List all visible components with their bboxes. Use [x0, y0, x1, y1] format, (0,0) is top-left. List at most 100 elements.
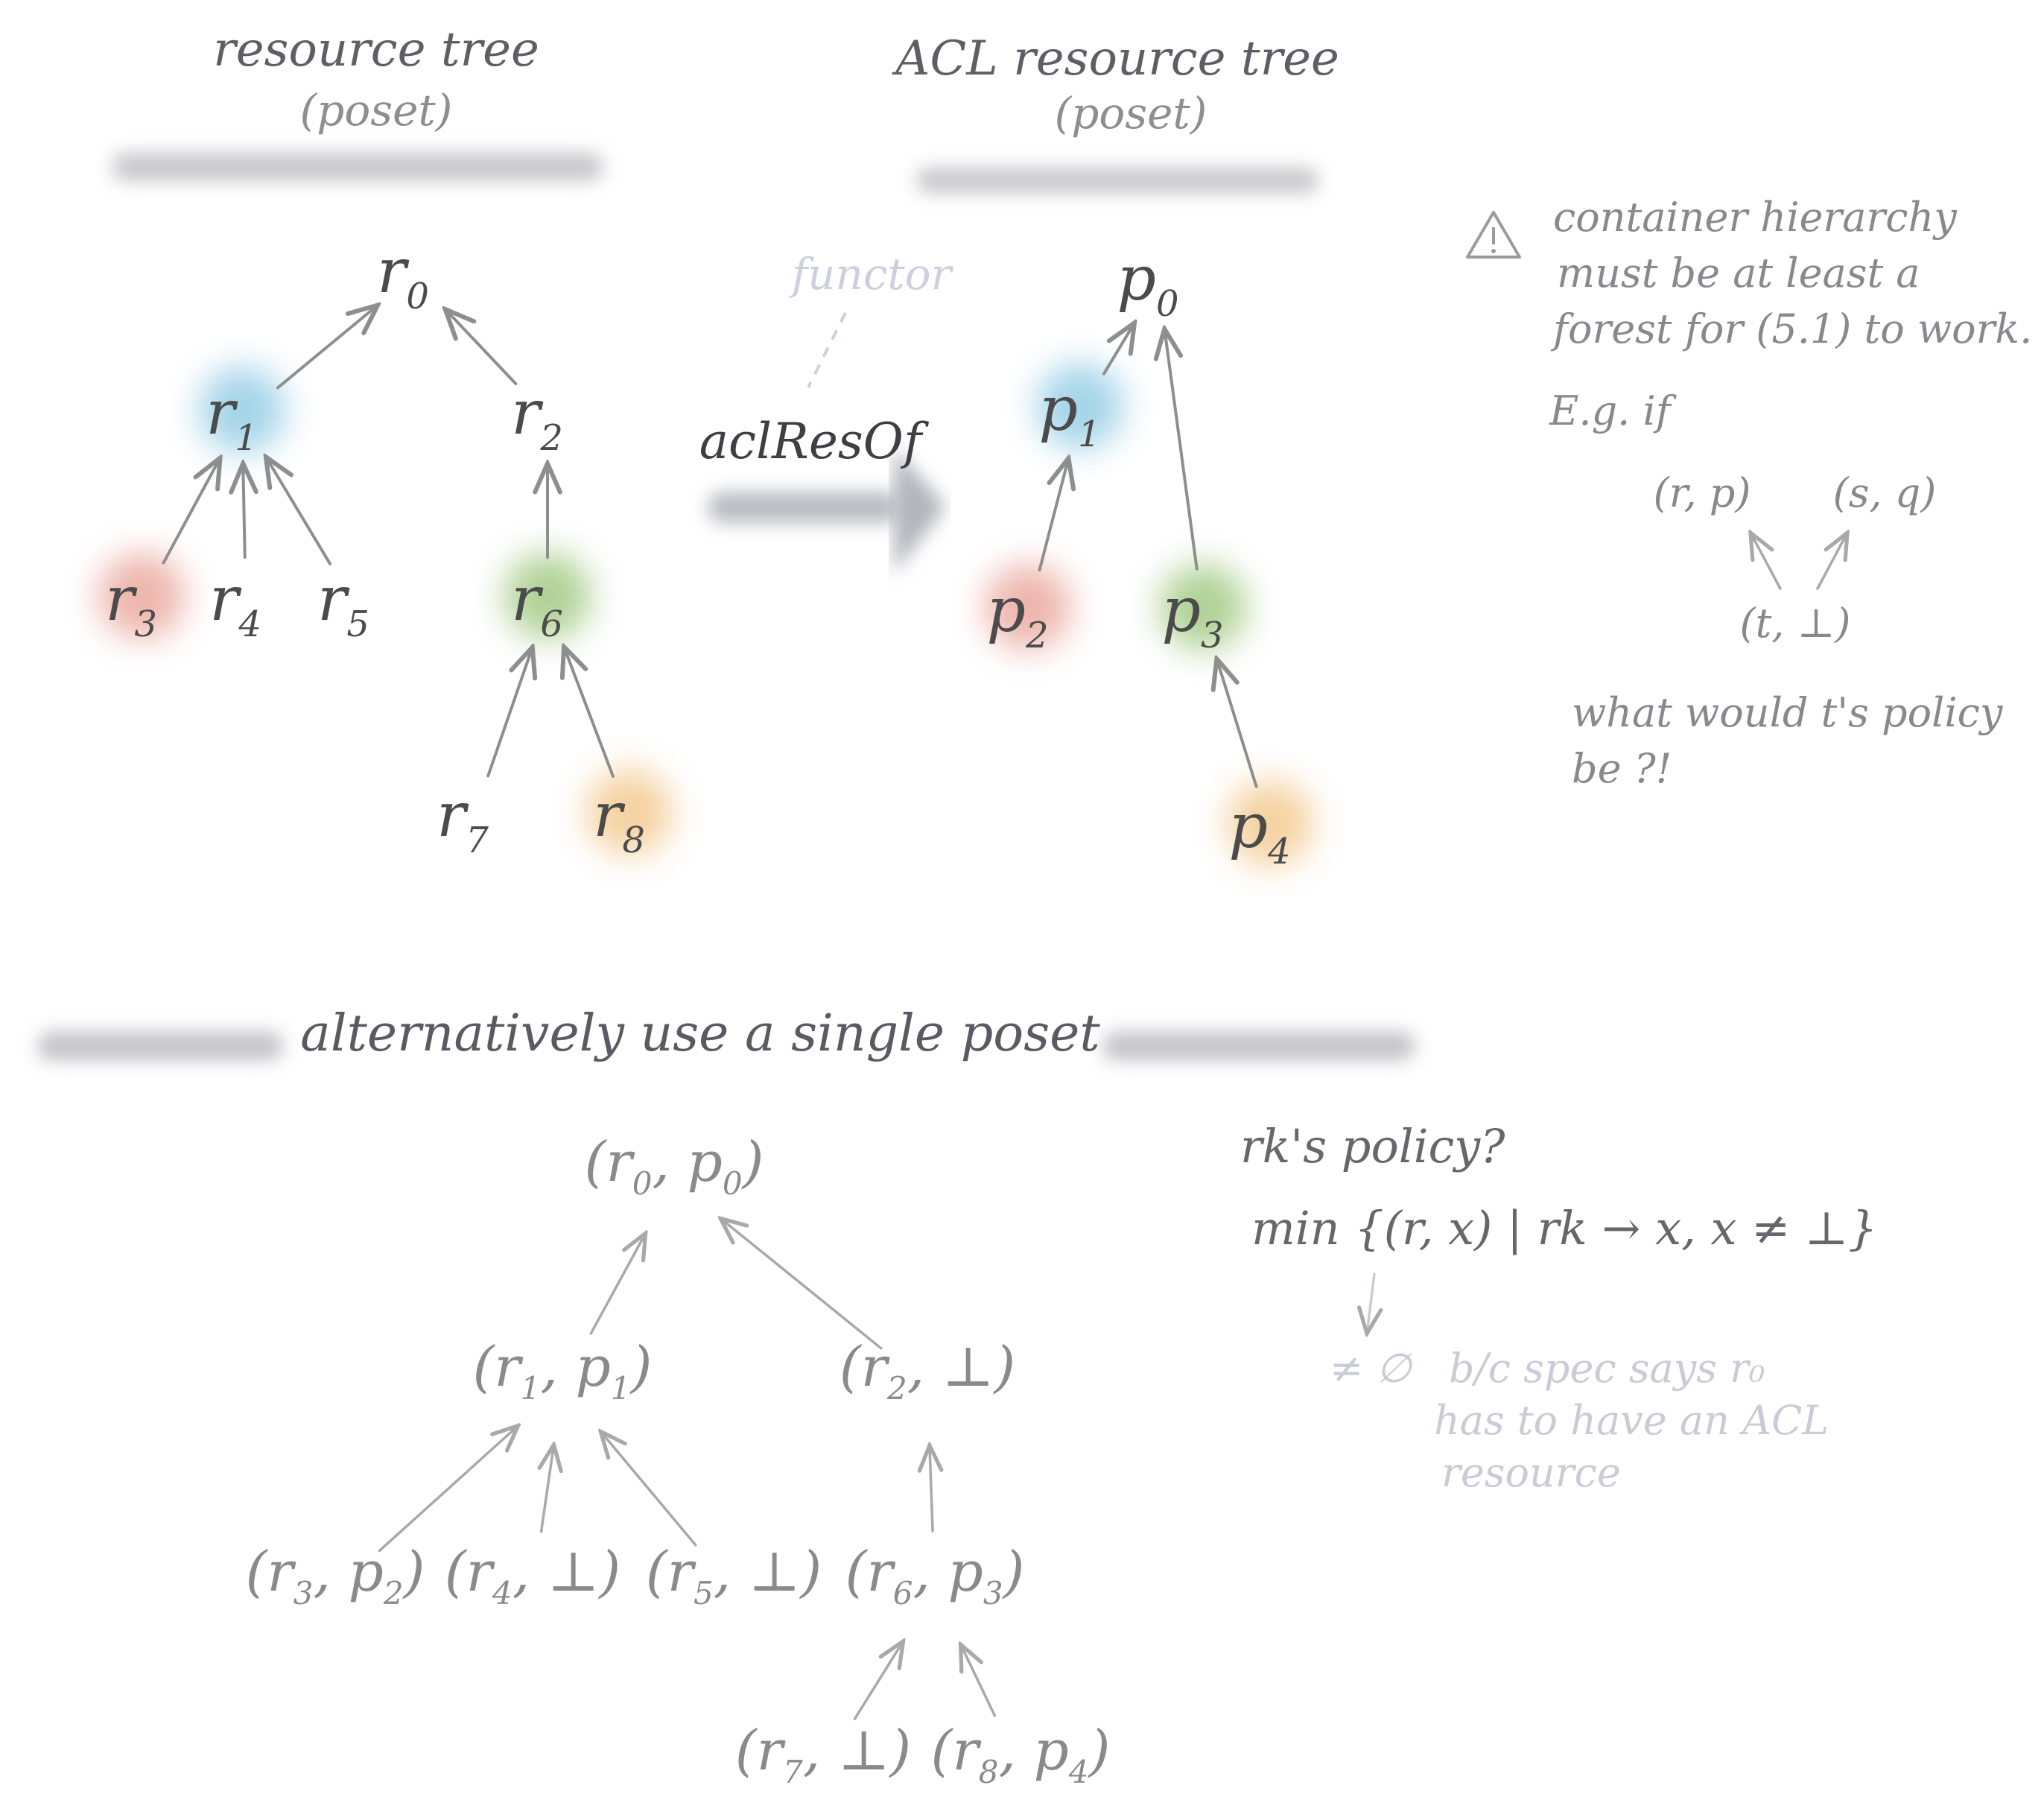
rt-node-r8: r8	[593, 780, 645, 861]
rt-edge-r7-r6	[486, 647, 533, 778]
resource-tree-edges	[162, 305, 615, 779]
rt-node-r5: r5	[317, 564, 369, 645]
sp-node-q5-part-2: ,	[714, 1540, 749, 1604]
sp-node-q8-part-0: (r	[930, 1719, 982, 1783]
rt-highlight-r8	[586, 769, 673, 855]
sp-node-q0-part-5: )	[741, 1130, 764, 1194]
acl-highlight-p3	[1160, 564, 1246, 650]
functor-annotation-dash	[807, 312, 847, 388]
sp-node-q2-part-3: ⊥)	[942, 1335, 1015, 1399]
acl-res-of-label: aclResOf	[699, 413, 930, 470]
sp-node-q1-part-4: 1	[611, 1370, 631, 1407]
rt-node-r4-base: r	[209, 564, 242, 635]
policy-reason-1: b/c spec says r₀	[1449, 1345, 1765, 1392]
sp-node-q6-part-4: 3	[983, 1575, 1003, 1612]
acl-tree-subtitle: (poset)	[1055, 88, 1207, 139]
example-node-rp: (r, p)	[1654, 469, 1751, 516]
sp-node-q1-part-5: )	[629, 1335, 653, 1399]
single-poset-underline-right	[1102, 1032, 1415, 1060]
policy-result: ≠ ∅	[1330, 1345, 1412, 1392]
rt-edge-r1-r0	[276, 305, 378, 390]
sp-node-q4-part-2: ,	[512, 1540, 548, 1604]
sp-node-q6-part-5: )	[1002, 1540, 1025, 1604]
rt-node-r0: r0	[377, 236, 429, 317]
acl-node-p2-sub: 2	[1025, 615, 1049, 656]
rt-edge-r4-r1	[243, 463, 245, 560]
acl-tree-highlights	[985, 363, 1313, 866]
sp-node-q6: (r6, p3)	[845, 1540, 1024, 1612]
acl-tree-underline	[916, 168, 1318, 193]
question-line-2: be ?!	[1572, 745, 1672, 792]
acl-edge-p2-p1	[1038, 458, 1069, 571]
sp-node-q1: (r1, p1)	[472, 1335, 652, 1407]
sp-node-q0-part-3: p	[688, 1130, 723, 1194]
acl-node-p1-sub: 1	[1078, 413, 1101, 455]
sp-node-q3-part-1: 3	[293, 1575, 314, 1612]
rt-node-r3-base: r	[105, 564, 138, 635]
policy-question: rk's policy?	[1240, 1119, 1505, 1173]
rt-node-r6: r6	[511, 564, 563, 645]
sp-node-q3-part-2: ,	[313, 1540, 348, 1604]
resource-tree-subtitle: (poset)	[300, 85, 453, 136]
sp-node-q0: (r0, p0)	[584, 1130, 764, 1202]
acl-node-p4: p4	[1228, 791, 1290, 872]
sp-node-q8: (r8, p4)	[930, 1719, 1110, 1790]
sp-edge-q7-q6	[853, 1641, 903, 1720]
rt-highlight-r1	[199, 367, 285, 453]
sp-node-q6-part-2: ,	[913, 1540, 948, 1604]
warning-line-4: E.g. if	[1549, 387, 1677, 434]
sp-node-q8-part-4: 4	[1068, 1754, 1089, 1790]
rt-highlight-r3	[98, 553, 185, 639]
sp-node-q2: (r2, ⊥)	[840, 1335, 1016, 1407]
acl-node-p1: p1	[1038, 374, 1100, 455]
acl-node-p0-sub: 0	[1156, 283, 1179, 325]
rt-node-r0-base: r	[377, 236, 410, 307]
functor-annotation: functor	[789, 249, 954, 300]
rt-node-r3: r3	[105, 564, 157, 645]
single-poset-edges	[378, 1218, 997, 1720]
sp-node-q2-part-1: 2	[886, 1370, 907, 1407]
sp-node-q5-part-1: 5	[694, 1575, 714, 1612]
acl-tree-edges	[1038, 323, 1258, 788]
sp-node-q6-part-0: (r	[845, 1540, 896, 1604]
sp-edge-q6-q2	[930, 1445, 933, 1533]
title-underlines	[37, 153, 1415, 1060]
rt-node-r7-base: r	[437, 780, 469, 851]
warning-line-1: container hierarchy	[1553, 194, 1958, 241]
sp-node-q1-part-3: p	[576, 1335, 611, 1399]
sp-edge-q4-q1	[542, 1445, 554, 1533]
rt-node-r6-base: r	[511, 564, 544, 635]
acl-highlight-p2	[985, 564, 1071, 650]
sp-node-q3: (r3, p2)	[245, 1540, 425, 1612]
sp-node-q2-part-0: (r	[840, 1335, 891, 1399]
rt-edge-r2-r0	[445, 309, 518, 385]
sp-node-q8-part-3: p	[1034, 1719, 1069, 1783]
rt-highlight-r6	[504, 553, 591, 639]
sp-node-q7-part-0: (r	[735, 1719, 787, 1783]
sp-edge-q1-q0	[589, 1233, 645, 1335]
acl-node-p4-sub: 4	[1267, 831, 1291, 872]
sp-edge-q5-q1	[600, 1431, 697, 1547]
sp-edge-q8-q6	[961, 1644, 997, 1717]
sp-node-q6-part-1: 6	[893, 1575, 913, 1612]
acl-edge-p4-p3	[1216, 659, 1258, 788]
policy-formula: min {(r, x) | rk → x, x ≠ ⊥}	[1251, 1201, 1878, 1255]
sp-node-q3-part-0: (r	[245, 1540, 296, 1604]
rt-node-r5-base: r	[317, 564, 350, 635]
sp-node-q4: (r4, ⊥)	[445, 1540, 621, 1612]
rt-node-r8-base: r	[593, 780, 626, 851]
rt-node-r5-sub: 5	[346, 603, 369, 645]
sp-node-q1-part-2: ,	[540, 1335, 575, 1399]
example-node-tb: (t, ⊥)	[1740, 600, 1851, 647]
sp-node-q3-part-3: p	[349, 1540, 384, 1604]
sp-node-q1-part-1: 1	[521, 1370, 541, 1407]
warning-line-2: must be at least a	[1557, 250, 1920, 297]
acl-node-p4-base: p	[1228, 791, 1268, 862]
sp-node-q0-part-0: (r	[584, 1130, 635, 1194]
acl-node-p3-base: p	[1161, 575, 1201, 646]
sp-node-q6-part-3: p	[948, 1540, 983, 1604]
rt-node-r2-sub: 2	[539, 417, 563, 459]
